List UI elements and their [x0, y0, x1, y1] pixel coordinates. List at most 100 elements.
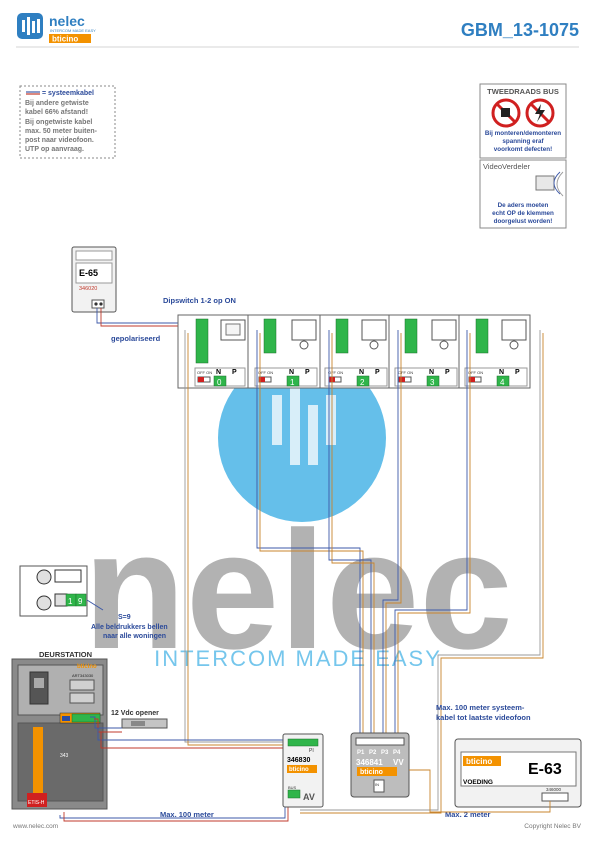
p-label: P	[445, 369, 450, 376]
bus-warning-line: voorkomt defecten!	[494, 146, 552, 153]
door-station-title: DEURSTATION	[39, 650, 92, 659]
door-station: bticino ART343030 ETIS-H 343	[11, 658, 108, 810]
footer-copyright: Copyright Nelec BV	[524, 823, 581, 830]
bus-warning-box: TWEEDRAADS BUS Bij monteren/demonteren s…	[479, 83, 567, 159]
module-346830-pi: PI	[309, 748, 314, 754]
term-p4: P4	[393, 750, 401, 756]
p-label: P	[305, 369, 310, 376]
module-346841-in: IN	[375, 782, 379, 787]
n-label: N	[289, 369, 294, 376]
note-line: max. 50 meter buiten-	[25, 128, 98, 135]
verdeler-warning-line: De aders moeten	[498, 202, 549, 209]
bus-warning-title: TWEEDRAADS BUS	[487, 87, 559, 96]
term-p1: P1	[357, 750, 365, 756]
n-label: N	[429, 369, 434, 376]
brand-name: nelec	[49, 13, 85, 29]
door-note-line: naar alle woningen	[103, 633, 166, 640]
module-346830-part: 346830	[287, 757, 310, 764]
dipswitch-label: Dipswitch 1-2 op ON	[163, 296, 236, 305]
n-label: N	[359, 369, 364, 376]
off-on-label: OFF ON	[258, 370, 273, 375]
bus-warning-line: spanning eraf	[502, 138, 544, 145]
bus-wires	[184, 330, 544, 814]
cable-label-max-100: Max. 100 meter	[160, 810, 214, 819]
e65-model: E-65	[79, 268, 98, 278]
p-label: P	[515, 369, 520, 376]
sub-brand: bticino	[52, 35, 78, 44]
cable-notes-box: = systeemkabel Bij andere getwiste kabel…	[19, 85, 116, 159]
address-digit: 1	[290, 378, 295, 387]
monitor-row: OFF ON N P 0 OFF ON N P 1	[177, 314, 531, 389]
config-digit: 1	[68, 597, 73, 606]
e65-module: E-65 346020	[71, 246, 117, 313]
footer-website: www.nelec.com	[12, 823, 58, 830]
module-346841-part: 346841	[356, 758, 383, 767]
p-label: P	[375, 369, 380, 376]
door-part-top: ART343030	[72, 673, 94, 678]
module-346830-bus: BUS	[288, 785, 297, 790]
address-digit: 3	[430, 378, 435, 387]
e63-label: VOEDING	[463, 779, 493, 786]
watermark-word: nelec	[83, 496, 513, 684]
module-346830: PI 346830 bticino BUS AV	[282, 733, 324, 808]
brand-tagline: INTERCOM MADE EASY	[50, 28, 96, 33]
n-label: N	[216, 369, 221, 376]
note-line: Bij andere getwiste	[25, 100, 89, 107]
door-label-bottom: ETIS-H	[28, 800, 45, 806]
door-code: S=9	[118, 614, 131, 621]
module-346841-brand: bticino	[360, 769, 383, 776]
module-346841: P1 P2 P3 P4 346841 VV bticino IN	[350, 732, 410, 798]
e63-module: bticino E-63 VOEDING 346000	[454, 738, 582, 808]
monitor-unit: OFF ON N P 2	[324, 315, 390, 388]
p-label: P	[232, 369, 237, 376]
note-line: post naar videofoon.	[25, 137, 94, 144]
cable-label-max-100-system: Max. 100 meter systeem-	[436, 703, 525, 712]
systeemkabel-title: = systeemkabel	[42, 90, 94, 97]
note-line: kabel 66% afstand!	[25, 109, 88, 116]
off-on-label: OFF ON	[328, 370, 343, 375]
off-on-label: OFF ON	[398, 370, 413, 375]
polarized-label: gepolariseerd	[111, 334, 161, 343]
monitor-unit: OFF ON N P 0	[194, 315, 249, 388]
header: nelec INTERCOM MADE EASY bticino GBM_13-…	[16, 13, 579, 48]
verdeler-warning-title: VideoVerdeler	[483, 162, 530, 171]
cable-label-max-2: Max. 2 meter	[445, 810, 491, 819]
opener-label: 12 Vdc opener	[111, 710, 159, 717]
door-brand: bticino	[77, 664, 97, 670]
verdeler-warning-box: VideoVerdeler De aders moeten echt OP de…	[479, 159, 567, 229]
door-station-closeup: 1 9 S=9 Alle beldrukkers bellen naar all…	[19, 565, 168, 640]
footer: www.nelec.com Copyright Nelec BV	[12, 823, 582, 830]
n-label: N	[499, 369, 504, 376]
terminal-block-icon	[535, 175, 555, 191]
module-346830-brand: bticino	[289, 767, 309, 773]
off-on-label: OFF ON	[197, 370, 212, 375]
address-digit: 0	[217, 378, 222, 387]
doc-id: GBM_13-1075	[461, 20, 579, 40]
term-p3: P3	[381, 750, 389, 756]
verdeler-warning-line: echt OP de klemmen	[492, 210, 554, 217]
watermark-tagline: INTERCOM MADE EASY	[154, 646, 442, 671]
config-digit: 9	[78, 597, 83, 606]
door-part-bottom: 343	[60, 753, 69, 759]
address-digit: 4	[500, 378, 505, 387]
bus-warning-line: Bij monteren/demonteren	[485, 130, 561, 137]
monitor-unit: OFF ON N P 3	[394, 315, 460, 388]
monitor-unit: OFF ON N P 4	[464, 318, 528, 387]
verdeler-warning-line: doorgelust worden!	[494, 218, 553, 225]
bticino-badge	[49, 34, 91, 43]
door-note-line: Alle beldrukkers bellen	[91, 624, 168, 631]
e63-model: E-63	[528, 761, 562, 778]
cable-label-max-100-system: kabel tot laatste videofoon	[436, 713, 531, 722]
e63-brand: bticino	[466, 757, 492, 766]
term-p2: P2	[369, 750, 377, 756]
monitor-unit: OFF ON N P 1	[254, 315, 321, 388]
off-on-label: OFF ON	[468, 370, 483, 375]
note-line: Bij ongetwiste kabel	[25, 119, 92, 126]
module-346841-vv: VV	[393, 758, 404, 767]
address-digit: 2	[360, 378, 365, 387]
e65-part: 346020	[79, 286, 97, 292]
e63-part: 346000	[546, 787, 562, 792]
door-opener: 12 Vdc opener	[111, 710, 168, 729]
module-346830-tag: AV	[303, 792, 315, 802]
